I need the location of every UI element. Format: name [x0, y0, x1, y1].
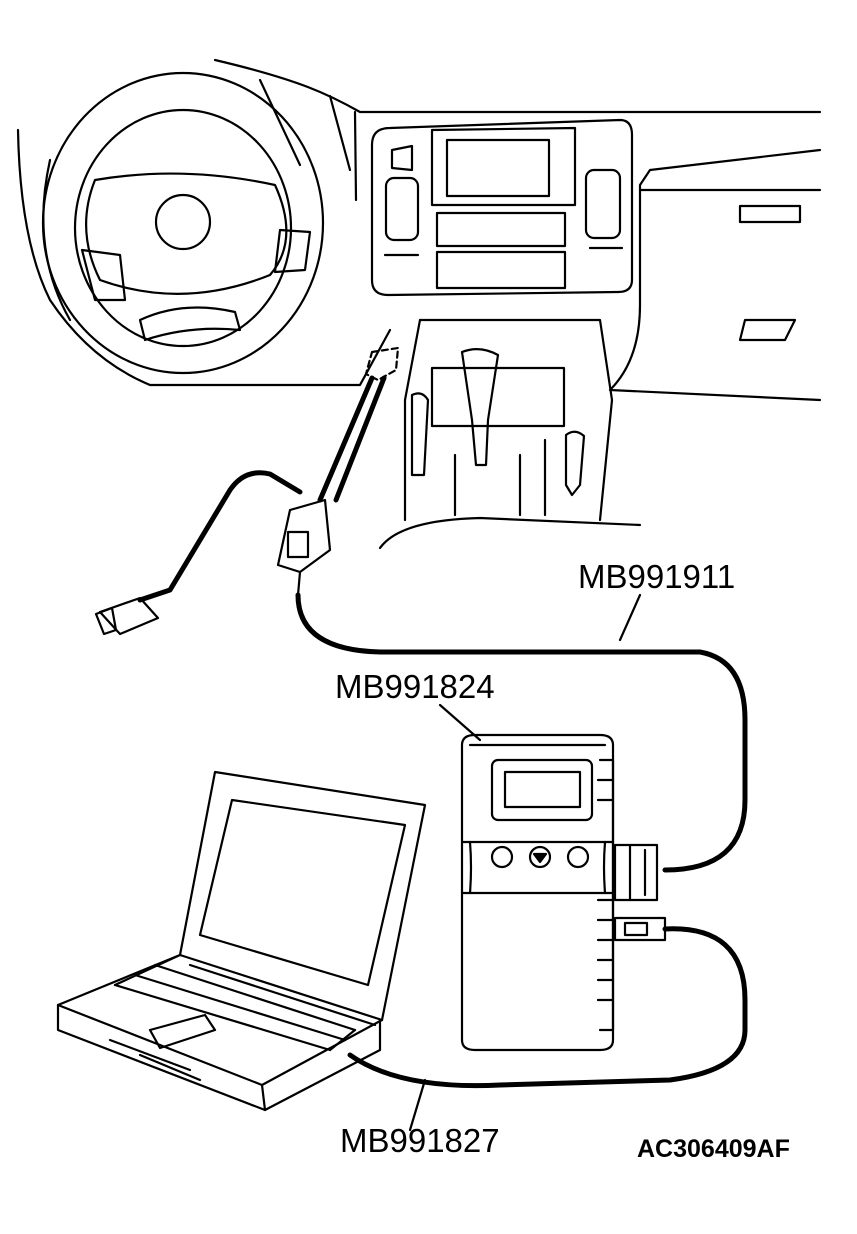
steering-wheel [41, 71, 325, 375]
cable-mb991911-harness [137, 375, 387, 603]
esc-button [490, 845, 514, 869]
leader-line-mb991827 [408, 1078, 427, 1132]
usb-connector [613, 916, 667, 942]
center-stack [370, 118, 634, 297]
center-console [378, 318, 642, 550]
adapter-split-box [276, 498, 332, 597]
cable-mb991911 [295, 592, 748, 873]
data-link-plug [94, 596, 160, 636]
dashboard [16, 58, 822, 402]
label-mb991824: MB991824 [335, 668, 495, 705]
laptop [56, 770, 427, 1112]
leader-line-mb991824 [438, 703, 482, 742]
cable-mb991827 [347, 926, 748, 1089]
vehicle-diagnostic-connector [364, 346, 400, 382]
vci-unit-mb991824 [460, 733, 615, 1052]
down-button [528, 845, 552, 869]
d-sub-connector [613, 843, 659, 902]
figure-code: AC306409AF [637, 1135, 790, 1163]
leader-line-mb991911 [618, 593, 642, 642]
enter-button [566, 845, 590, 869]
label-mb991827: MB991827 [340, 1122, 500, 1159]
unit-buttons [490, 845, 590, 869]
label-mb991911: MB991911 [578, 558, 736, 595]
